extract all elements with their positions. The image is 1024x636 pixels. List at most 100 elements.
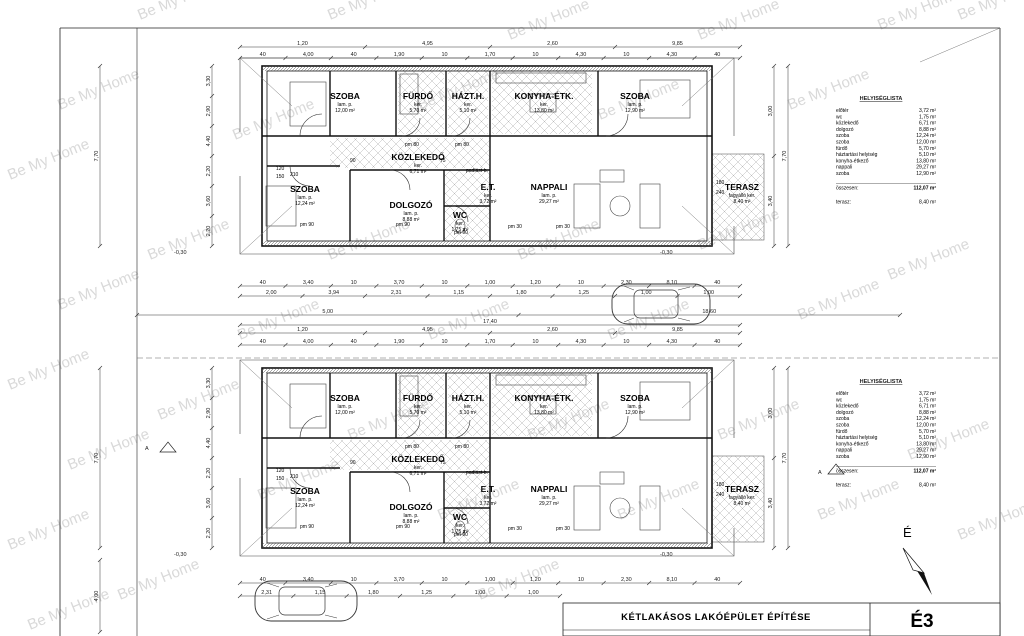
dimension-value: 10 [351, 577, 357, 583]
schedule-room-area: 5,10 m² [919, 435, 936, 441]
dimension-tick [451, 593, 456, 599]
dimension-value: 7,70 [94, 453, 100, 464]
sheet-frame [59, 27, 1001, 636]
room-floor-finish: lam. p. [541, 193, 556, 199]
door-swing [289, 467, 311, 489]
north-label: É [903, 525, 912, 540]
watermark-text: Be My Home [65, 425, 152, 473]
dimension-tick [237, 322, 243, 328]
tile-area [448, 372, 488, 436]
dimension-value: 1,20 [530, 280, 541, 286]
room-area: 5,70 m² [410, 410, 427, 416]
room-e-t-: E.T.ker.3,72 m² [480, 484, 497, 507]
dimension-value: 40 [260, 577, 266, 583]
dimension-tick [237, 55, 243, 61]
dimension-value: 4,00 [303, 339, 314, 345]
dimension-tick [487, 330, 493, 336]
dimension-tick [328, 283, 334, 289]
dimension-value: 7,70 [782, 151, 788, 162]
schedule-total-area: 112,07 m² [913, 185, 936, 191]
door-tag: pm 90 [396, 222, 410, 228]
room-name: FÜRDŐ [403, 392, 434, 403]
room-area: 12,24 m² [295, 201, 315, 207]
tile-area [492, 70, 592, 134]
room-name: E.T. [481, 484, 496, 494]
kitchen-counter [495, 374, 587, 386]
watermark-text: Be My Home [135, 0, 222, 24]
schedule-room-name: szoba [836, 133, 850, 139]
dimension-value: 3,30 [206, 76, 212, 87]
dimension-tick [328, 55, 334, 61]
schedule-terrace-label: terasz: [836, 482, 851, 488]
door-tag: 75 [440, 460, 446, 466]
schedule-room-name: szoba [836, 423, 850, 429]
dimension-tick [209, 545, 215, 551]
door-tag: pm 30 [556, 224, 570, 230]
room-area: 5,10 m² [460, 410, 477, 416]
room-name: HÁZT.H. [452, 393, 485, 403]
room-floor-finish: lam. p. [403, 513, 418, 519]
room-name: SZOBA [620, 91, 650, 101]
room-area: 8,88 m² [403, 217, 420, 223]
dimension-value: 10 [441, 52, 447, 58]
schedule-room-area: 6,71 m² [919, 121, 936, 127]
dimension-tick [328, 580, 334, 586]
dimension-tick [97, 365, 103, 371]
schedule-room-area: 6,71 m² [919, 404, 936, 410]
sofa-icon [639, 485, 661, 531]
room-area: 13,80 m² [534, 410, 554, 416]
dimension-value: 2,20 [206, 468, 212, 479]
dimension-tick [419, 283, 425, 289]
room-name: HÁZT.H. [452, 91, 485, 101]
schedule-room-name: háztartási helyiség [836, 152, 878, 158]
room-floor-finish: lam. p. [541, 495, 556, 501]
dimension-value: 2,20 [206, 166, 212, 177]
door-tag: 210 [290, 474, 299, 480]
room-area: 8,40 m² [734, 199, 751, 205]
door-tag: 120 [276, 468, 285, 474]
room-name: SZOBA [620, 393, 650, 403]
dimension-tick [612, 330, 618, 336]
dimension-value: 3,00 [768, 408, 774, 419]
dimension-value: 1,90 [394, 339, 405, 345]
dimension-tick [283, 342, 288, 348]
dimension-tick [209, 425, 215, 431]
dimension-tick [555, 283, 561, 289]
door-tag: 180 [716, 482, 725, 488]
dimension-value: 1,20 [530, 577, 541, 583]
room-area: 6,71 m² [410, 471, 427, 477]
schedule-room-area: 12,00 m² [916, 140, 936, 146]
wall-hatch [262, 543, 712, 548]
dimension-value: 2,20 [206, 226, 212, 237]
dimension-tick [419, 55, 425, 61]
door-tag: 240 [716, 190, 725, 196]
dimension-tick [465, 283, 470, 289]
room-name: E.T. [481, 182, 496, 192]
watermark-text: Be My Home [695, 0, 782, 44]
watermark-text: Be My Home [815, 475, 902, 523]
watermark-text: Be My Home [615, 475, 702, 523]
dimension-value: 17,40 [483, 319, 497, 325]
room-h-zt-h-: HÁZT.H.ker.5,10 m² [452, 91, 485, 114]
dimension-value: 3,40 [303, 577, 314, 583]
schedule-room-name: nappali [836, 165, 852, 171]
room-area: 12,90 m² [625, 410, 645, 416]
dimension-tick [209, 153, 215, 159]
room-area: 6,71 m² [410, 169, 427, 175]
dim-chain-left-4: 3,302,904,402,203,602,20 [206, 365, 215, 551]
schedule-room-area: 12,00 m² [916, 423, 936, 429]
toilet-icon [454, 218, 466, 234]
title-block: KÉTLAKÁSOS LAKÓÉPÜLET ÉPÍTÉSE É3 [562, 602, 1001, 636]
room-floor-finish: ker. [464, 102, 472, 108]
watermark-text: Be My Home [235, 295, 322, 343]
